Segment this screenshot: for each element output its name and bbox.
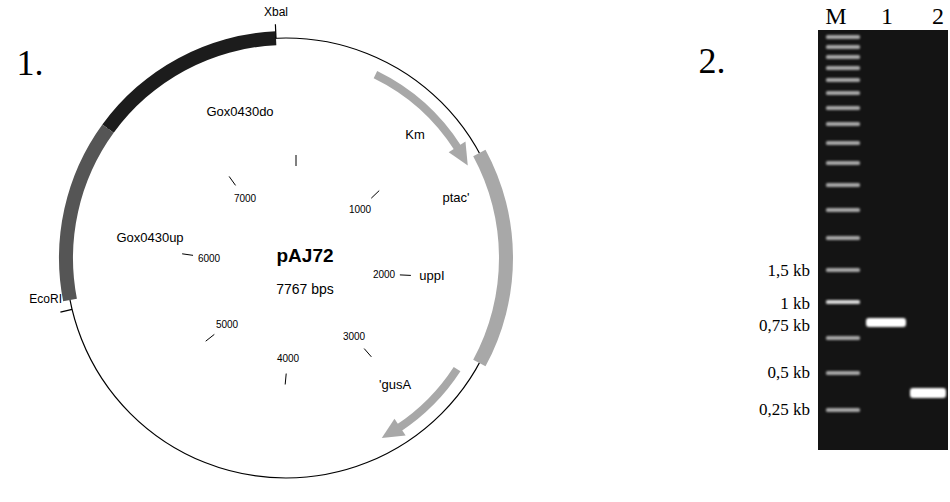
scale-ticks: [182, 155, 411, 384]
restriction-site: EcoRI: [29, 293, 62, 306]
marker-band: [826, 336, 860, 340]
marker-band: [826, 66, 860, 70]
marker-band: [826, 91, 860, 95]
scale-tick: [371, 191, 379, 199]
gel-image: [818, 30, 948, 450]
gene-name: Km: [405, 128, 425, 142]
size-label: 1 kb: [780, 295, 810, 314]
marker-band: [826, 35, 860, 39]
marker-band: [826, 122, 860, 126]
lane-label: 1: [881, 3, 893, 29]
promoter-name: ptac': [442, 191, 469, 205]
scale-label: 1000: [349, 204, 371, 215]
gene-name: 'gusA: [379, 378, 411, 392]
scale-label: 3000: [343, 331, 365, 342]
insert-segment: [473, 150, 513, 367]
gene-name: uppI: [419, 269, 444, 283]
marker-band: [826, 183, 860, 187]
marker-band: [826, 408, 860, 412]
marker-band: [826, 371, 860, 375]
scale-tick: [285, 374, 286, 385]
scale-label: 7000: [234, 193, 256, 204]
scale-label: 4000: [277, 353, 299, 364]
scale-label: 2000: [373, 269, 395, 280]
scale-tick: [400, 274, 411, 276]
marker-band: [826, 268, 860, 272]
scale-tick: [364, 349, 371, 357]
scale-label: 5000: [216, 319, 238, 330]
scale-tick: [206, 334, 215, 341]
size-label: 1,5 kb: [768, 262, 811, 281]
marker-band: [826, 106, 860, 110]
segment-name: Gox0430do: [206, 105, 273, 119]
arrow-shaft: [396, 367, 460, 432]
panel-number: 2.: [699, 42, 726, 82]
upstream-segment: [59, 125, 114, 302]
plasmid-size: 7767 bps: [276, 282, 334, 297]
scale-tick: [182, 254, 193, 256]
plasmid-map: [59, 24, 513, 478]
marker-band: [826, 78, 860, 82]
marker-band: [826, 236, 860, 240]
marker-band: [826, 161, 860, 165]
xbai-site-tick: [275, 24, 277, 38]
size-label: 0,25 kb: [759, 401, 810, 420]
scale-tick: [296, 155, 297, 166]
panel-number: 1.: [17, 44, 44, 84]
marker-band: [826, 55, 860, 59]
size-label: 0,75 kb: [759, 317, 810, 336]
sample-band: [866, 318, 906, 327]
marker-band: [826, 300, 860, 304]
arrow-head: [382, 419, 406, 438]
segment-name: Gox0430up: [116, 231, 183, 245]
km-arrow: [374, 71, 468, 165]
marker-band: [826, 45, 860, 49]
downstream-segment: [102, 31, 276, 133]
gel-background: [818, 30, 948, 450]
scale-label: 6000: [198, 253, 220, 264]
marker-band: [826, 141, 860, 145]
arrow-head: [449, 141, 468, 165]
sample-band: [910, 388, 946, 398]
size-label: 0,5 kb: [768, 364, 811, 383]
arrow-shaft: [374, 71, 462, 150]
plasmid-name: pAJ72: [276, 246, 333, 267]
scale-tick: [229, 176, 235, 185]
lane-label: 2: [932, 3, 944, 29]
marker-band: [826, 208, 860, 212]
lane-label: M: [825, 3, 846, 29]
restriction-site: Xbal: [264, 6, 288, 19]
ecori-site-tick: [60, 309, 72, 312]
